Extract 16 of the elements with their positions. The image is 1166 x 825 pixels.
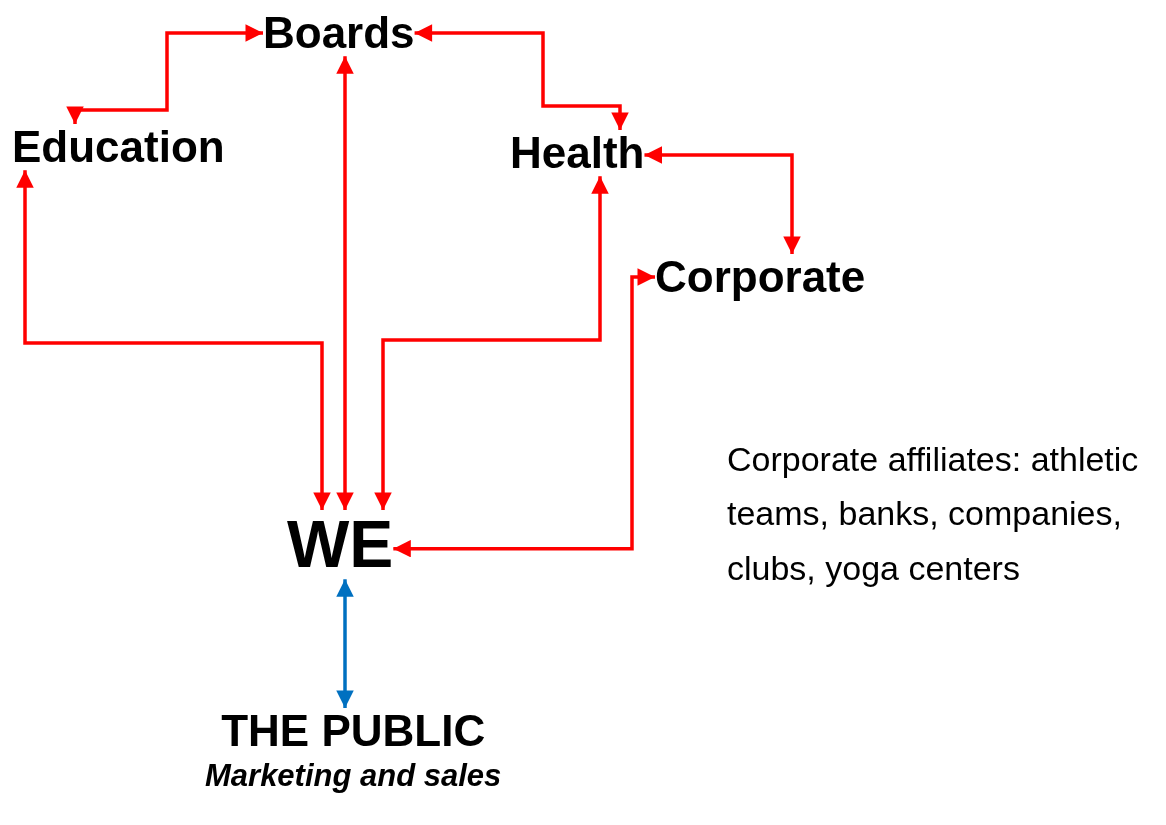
connector-arrow [16, 170, 331, 510]
node-label: THE PUBLIC [220, 708, 487, 755]
node-label: WE [287, 510, 394, 580]
connector-arrow [644, 146, 801, 254]
connector-arrow [336, 56, 354, 510]
node-label: Corporate [655, 254, 866, 301]
connector-arrow [393, 268, 655, 558]
connector-arrow [336, 579, 354, 708]
note-text: Corporate affiliates: athletic teams, banks, companies, clubs, yoga centers [727, 439, 1140, 589]
node-label: Education [12, 124, 225, 171]
node-label: Boards [263, 10, 415, 57]
connector-arrow [414, 24, 629, 130]
node-subtitle: Marketing and sales [205, 760, 502, 793]
node-label: Health [510, 130, 645, 177]
connector-arrow [66, 24, 263, 124]
connector-arrow [374, 176, 609, 510]
